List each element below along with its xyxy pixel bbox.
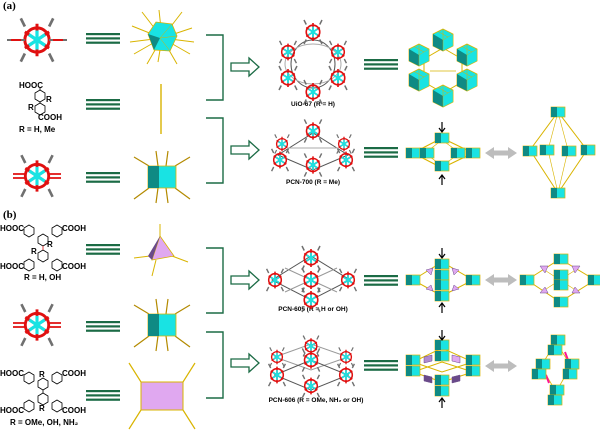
pcn-700-topology-compressed xyxy=(405,122,481,185)
linker-a-hooc: HOOC xyxy=(19,81,43,90)
linker-b1-r2: R xyxy=(47,240,53,249)
linker-b1-hooc-tl: HOOC xyxy=(0,224,24,233)
linker-b2-cooh-tr: COOH xyxy=(62,369,86,378)
equivalence-sign xyxy=(364,275,398,286)
panel-b-label: (b) xyxy=(3,209,17,221)
equivalence-sign xyxy=(86,390,120,401)
tetratopic-linker-2-structure xyxy=(23,371,63,413)
linker-b1-definition: R = H, OH xyxy=(24,273,62,282)
linker-a-cooh: COOH xyxy=(38,113,62,122)
arrow-to-uio-67 xyxy=(230,57,260,77)
cube-node-8c-b xyxy=(133,298,191,352)
bracket-upper-a xyxy=(206,34,224,101)
biphenyl-linker-structure xyxy=(34,88,46,116)
linker-b2-r-top: R xyxy=(39,370,45,379)
bracket-upper-b xyxy=(206,247,224,314)
uio-67-structure xyxy=(278,19,348,105)
linker-a-r-right: R xyxy=(46,95,52,104)
linker-b1-cooh-br: COOH xyxy=(62,262,86,271)
equivalence-sign xyxy=(86,321,120,332)
fcu-topology xyxy=(408,28,478,108)
caption-pcn-606: PCN-606 (R = OMe, NH₂ or OH) xyxy=(268,397,364,404)
equivalence-sign xyxy=(364,147,398,158)
arrow-to-pcn-606 xyxy=(230,353,260,373)
equivalence-sign xyxy=(86,99,120,110)
caption-pcn-605: PCN-605 (R = H or OH) xyxy=(278,306,348,313)
pcn-605-structure xyxy=(265,245,358,313)
zr6-cluster-8c xyxy=(13,153,61,199)
equivalence-sign xyxy=(364,59,398,70)
pcn-605-topology-compressed xyxy=(405,248,481,313)
pcn-700-topology-expanded xyxy=(522,106,596,199)
pcn-606-structure xyxy=(267,334,356,399)
caption-pcn-700: PCN-700 (R = Me) xyxy=(286,179,340,186)
cuboctahedron-node xyxy=(129,9,195,65)
linker-b2-definition: R = OMe, OH, NH₂ xyxy=(10,418,79,427)
linker-b2-hooc-tl: HOOC xyxy=(0,369,24,378)
linker-a-r-left: R xyxy=(28,103,34,112)
arrow-to-pcn-700 xyxy=(230,140,260,160)
linker-b2-cooh-br: COOH xyxy=(62,406,86,415)
zr6-cluster-8c-b xyxy=(13,302,61,348)
pcn-606-topology-expanded xyxy=(531,334,580,406)
pcn-605-topology-expanded xyxy=(519,253,600,308)
equivalence-sign xyxy=(364,360,398,371)
reversible-arrow xyxy=(485,147,517,159)
bracket-lower-a xyxy=(206,117,224,184)
reversible-arrow xyxy=(485,360,517,372)
reversible-arrow xyxy=(485,274,517,286)
zr6-cluster-12c xyxy=(7,16,67,64)
equivalence-sign xyxy=(86,244,120,255)
arrow-to-pcn-605 xyxy=(230,270,260,290)
linker-b1-hooc-bl: HOOC xyxy=(0,262,24,271)
pcn-700-structure xyxy=(270,118,356,178)
linker-b1-r1: R xyxy=(31,247,37,256)
linker-b1-cooh-tr: COOH xyxy=(62,224,86,233)
equivalence-sign xyxy=(86,33,120,44)
rectangular-linker-node xyxy=(128,362,196,430)
tetratopic-linker-1-structure xyxy=(23,224,63,272)
pcn-606-topology-compressed xyxy=(405,330,481,408)
linker-b2-hooc-bl: HOOC xyxy=(0,406,24,415)
equivalence-sign xyxy=(86,172,120,183)
caption-uio-67: UiO-67 (R = H) xyxy=(291,101,335,108)
tetrahedral-linker-node xyxy=(133,224,189,277)
cube-node-8c xyxy=(133,150,191,204)
panel-a-label: (a) xyxy=(3,0,16,12)
linker-a-definition: R = H, Me xyxy=(19,125,56,134)
bracket-lower-b xyxy=(206,331,224,399)
linker-b2-r-bottom: R xyxy=(39,404,45,413)
